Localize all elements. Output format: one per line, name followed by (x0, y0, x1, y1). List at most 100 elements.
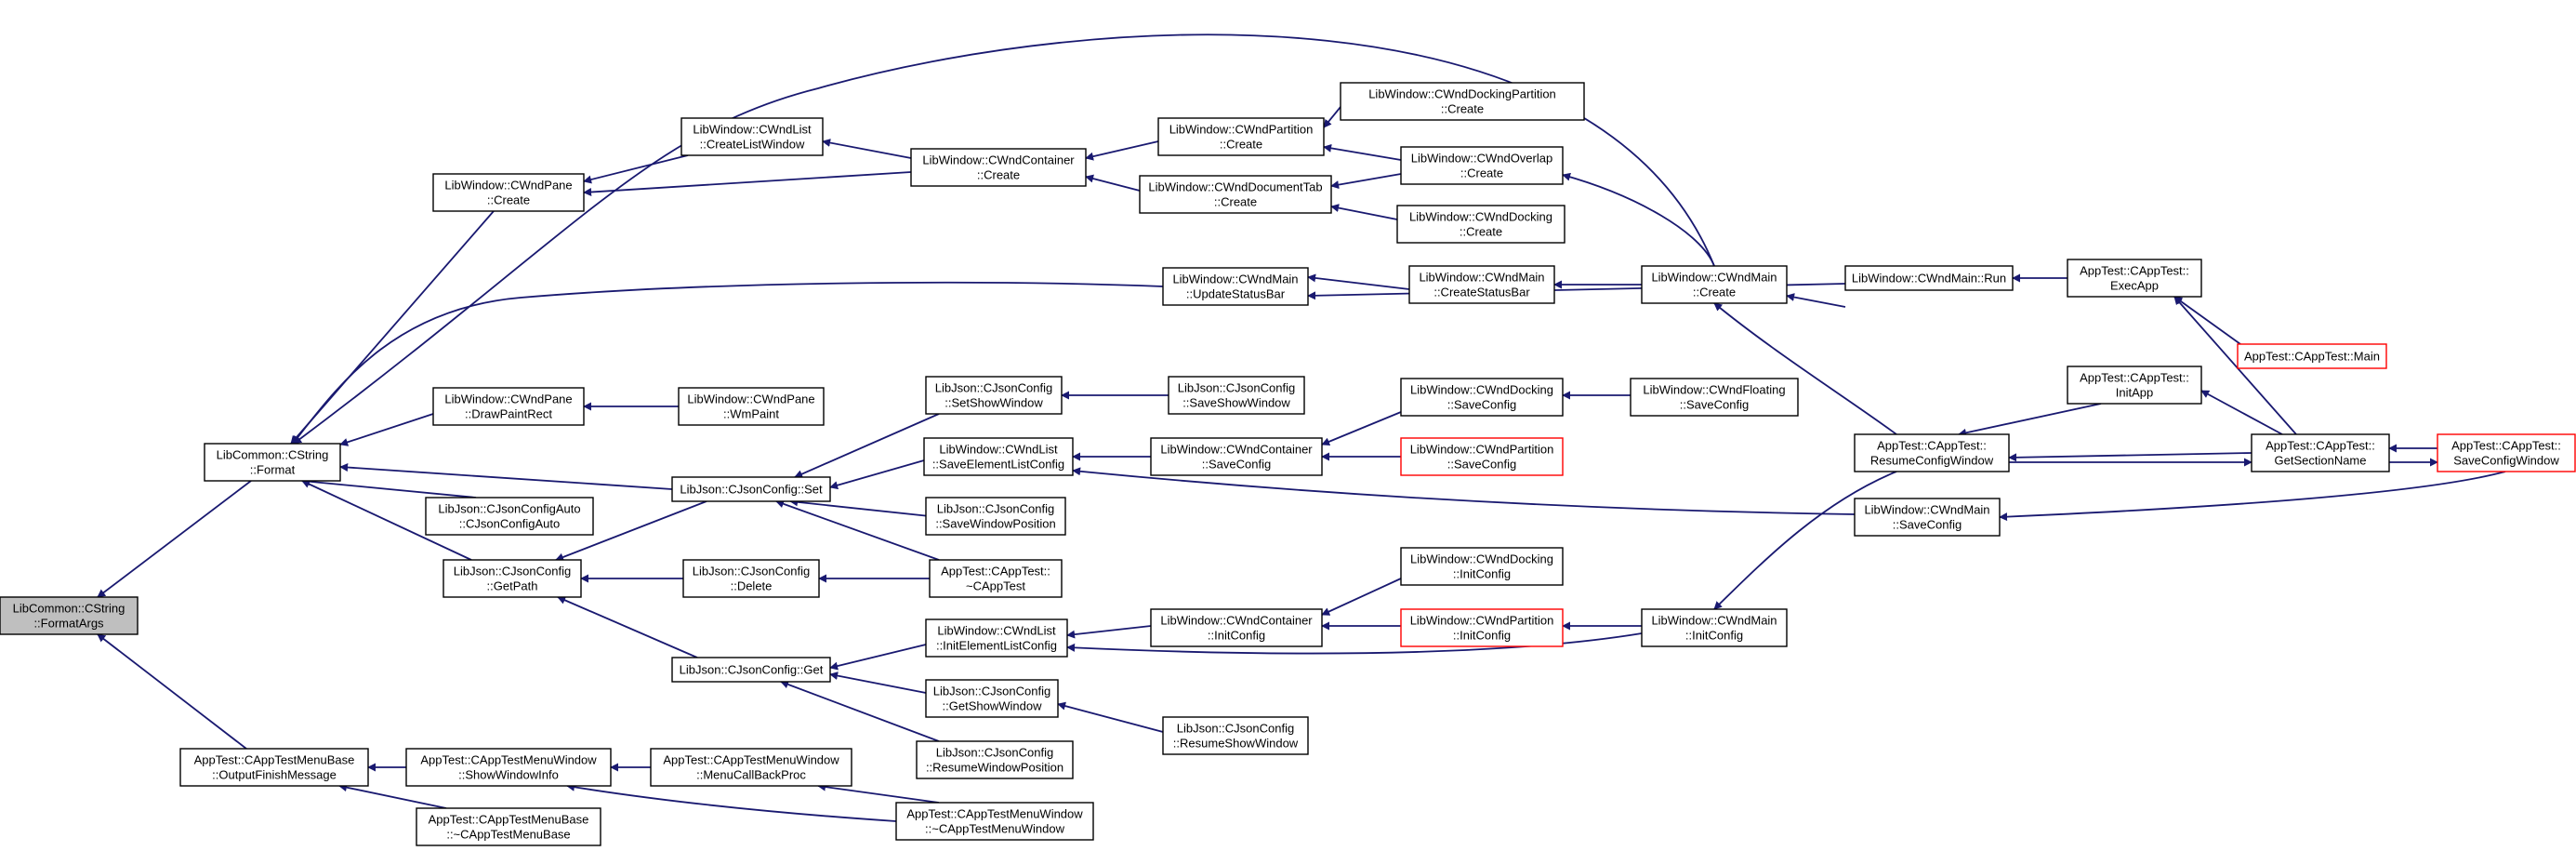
node-box (1408, 265, 1555, 304)
node-box (925, 497, 1066, 536)
node-label: AppTest::CAppTestMenuBase (194, 753, 355, 767)
node-box (1641, 608, 1788, 647)
node-panedraw[interactable]: LibWindow::CWndPane::DrawPaintRect (432, 387, 585, 426)
node-label: LibJson::CJsonConfig (937, 502, 1054, 516)
edge-dockpartcreate-to-partcreate (1323, 106, 1341, 128)
node-label: GetSectionName (2275, 454, 2367, 468)
node-continit[interactable]: LibWindow::CWndContainer::InitConfig (1150, 608, 1323, 647)
node-cfgset[interactable]: LibJson::CJsonConfig::Set (671, 476, 831, 502)
edge-dockcreate-to-doctabcreate (1330, 204, 1398, 220)
node-label: ::Create (1214, 195, 1257, 209)
node-createstatus[interactable]: LibWindow::CWndMain::CreateStatusBar (1408, 265, 1555, 304)
edge-listcreate-to-panecreate (583, 154, 689, 184)
node-mainupdate[interactable]: LibWindow::CWndMain::UpdateStatusBar (1162, 267, 1309, 306)
node-execapp[interactable]: AppTest::CAppTest::ExecApp (2067, 259, 2202, 298)
node-doctabcreate[interactable]: LibWindow::CWndDocumentTab::Create (1139, 175, 1332, 214)
node-label: LibWindow::CWndList (937, 624, 1056, 638)
node-savewinpos[interactable]: LibJson::CJsonConfig::SaveWindowPosition (925, 497, 1066, 536)
node-label: ::SaveElementListConfig (932, 458, 1064, 472)
node-menuwindtor[interactable]: AppTest::CAppTestMenuWindow::~CAppTestMe… (895, 802, 1094, 841)
node-resumepos[interactable]: LibJson::CJsonConfig::ResumeWindowPositi… (916, 740, 1074, 779)
edge-cfgset-to-format (339, 463, 673, 490)
edge-cfgset-to-getpath (555, 500, 707, 562)
node-maininit[interactable]: LibWindow::CWndMain::InitConfig (1641, 608, 1788, 647)
node-dockinit[interactable]: LibWindow::CWndDocking::InitConfig (1400, 547, 1564, 586)
node-cfgget[interactable]: LibJson::CJsonConfig::Get (671, 657, 831, 683)
edge-appmain-to-execapp (2173, 296, 2241, 345)
node-box (2251, 433, 2390, 472)
edge-menuwindtor-to-menucb (817, 782, 940, 804)
node-mainrun[interactable]: LibWindow::CWndMain::Run (1844, 265, 2014, 291)
node-label: ::SaveConfig (1202, 458, 1271, 472)
node-label: LibWindow::CWndPane (444, 392, 572, 406)
node-cfgdelete[interactable]: LibJson::CJsonConfig::Delete (682, 559, 820, 598)
node-label: ::Create (487, 193, 530, 207)
node-setshow[interactable]: LibJson::CJsonConfig::SetShowWindow (925, 376, 1063, 415)
node-box (682, 559, 820, 598)
node-contcreate[interactable]: LibWindow::CWndContainer::Create (910, 148, 1087, 187)
node-apptestdtor[interactable]: AppTest::CAppTest::~CAppTest (929, 559, 1063, 598)
node-getpath[interactable]: LibJson::CJsonConfig::GetPath (443, 559, 582, 598)
node-dockcreate[interactable]: LibWindow::CWndDocking::Create (1396, 205, 1565, 244)
node-outfin[interactable]: AppTest::CAppTestMenuBase::OutputFinishM… (179, 748, 369, 787)
node-saveshow[interactable]: LibJson::CJsonConfig::SaveShowWindow (1168, 376, 1305, 415)
node-box (1400, 608, 1564, 647)
edge-contcreate-to-panecreate (583, 171, 912, 196)
node-contsave[interactable]: LibWindow::CWndContainer::SaveConfig (1150, 437, 1323, 476)
node-label: LibJson::CJsonConfig (933, 685, 1050, 698)
node-box (1157, 117, 1325, 156)
node-label: LibWindow::CWndMain (1419, 271, 1544, 285)
node-listinit[interactable]: LibWindow::CWndList::InitElementListConf… (925, 618, 1068, 658)
node-box (1854, 433, 2010, 472)
edge-menubasedtor-to-outfin (338, 783, 447, 809)
node-root[interactable]: LibCommon::CString::FormatArgs (0, 596, 139, 635)
node-overlapcreate[interactable]: LibWindow::CWndOverlap::Create (1400, 146, 1564, 185)
node-mainsave[interactable]: LibWindow::CWndMain::SaveConfig (1854, 498, 2001, 537)
node-box (1400, 437, 1564, 476)
node-showwin[interactable]: AppTest::CAppTestMenuWindow::ShowWindowI… (405, 748, 612, 787)
node-label: ::Format (250, 463, 296, 477)
node-appmain[interactable]: AppTest::CAppTest::Main (2237, 343, 2387, 369)
node-partcreate[interactable]: LibWindow::CWndPartition::Create (1157, 117, 1325, 156)
node-label: LibWindow::CWndPane (444, 179, 572, 193)
node-label: LibWindow::CWndContainer (1160, 614, 1313, 628)
node-box (916, 740, 1074, 779)
node-label: AppTest::CAppTest:: (2451, 439, 2561, 453)
node-box (923, 437, 1074, 476)
node-box (1630, 378, 1799, 417)
node-listcreate[interactable]: LibWindow::CWndList::CreateListWindow (680, 117, 824, 156)
node-box (1641, 265, 1788, 304)
node-floatsave[interactable]: LibWindow::CWndFloating::SaveConfig (1630, 378, 1799, 417)
node-cfgauto[interactable]: LibJson::CJsonConfigAuto::CJsonConfigAut… (425, 497, 594, 536)
node-label: LibJson::CJsonConfig (1178, 381, 1295, 395)
node-label: ::~CAppTestMenuBase (446, 828, 570, 842)
edge-listsave-to-cfgset (829, 459, 925, 490)
node-getsection[interactable]: AppTest::CAppTest::GetSectionName (2251, 433, 2390, 472)
edge-dockinit-to-continit (1321, 578, 1402, 616)
node-box (0, 596, 139, 635)
node-box (405, 748, 612, 787)
node-getshow[interactable]: LibJson::CJsonConfig::GetShowWindow (925, 679, 1059, 718)
node-savecfgwin[interactable]: AppTest::CAppTest::SaveConfigWindow (2437, 433, 2576, 472)
node-partinit[interactable]: LibWindow::CWndPartition::InitConfig (1400, 608, 1564, 647)
edge-continit-to-listinit (1066, 625, 1152, 639)
node-box (1854, 498, 2001, 537)
node-resumeshow[interactable]: LibJson::CJsonConfig::ResumeShowWindow (1162, 716, 1309, 755)
node-resumecfg[interactable]: AppTest::CAppTest::ResumeConfigWindow (1854, 433, 2010, 472)
edge-mainsave-to-listsave (1072, 467, 1856, 515)
nodes: LibCommon::CString::FormatArgs LibCommon:… (0, 82, 2576, 846)
node-docksave[interactable]: LibWindow::CWndDocking::SaveConfig (1400, 378, 1564, 417)
node-dockpartcreate[interactable]: LibWindow::CWndDockingPartition::Create (1340, 82, 1585, 121)
node-label: ResumeConfigWindow (1870, 454, 1994, 468)
node-format[interactable]: LibCommon::CString::Format (204, 443, 341, 482)
node-maincreate[interactable]: LibWindow::CWndMain::Create (1641, 265, 1788, 304)
node-menucb[interactable]: AppTest::CAppTestMenuWindow::MenuCallBac… (650, 748, 852, 787)
node-initapp[interactable]: AppTest::CAppTest::InitApp (2067, 366, 2202, 405)
node-box (929, 559, 1063, 598)
node-panewm[interactable]: LibWindow::CWndPane::WmPaint (678, 387, 825, 426)
node-listsave[interactable]: LibWindow::CWndList::SaveElementListConf… (923, 437, 1074, 476)
node-panecreate[interactable]: LibWindow::CWndPane::Create (432, 173, 585, 212)
node-partsave[interactable]: LibWindow::CWndPartition::SaveConfig (1400, 437, 1564, 476)
node-menubasedtor[interactable]: AppTest::CAppTestMenuBase::~CAppTestMenu… (416, 807, 601, 846)
node-box (416, 807, 601, 846)
